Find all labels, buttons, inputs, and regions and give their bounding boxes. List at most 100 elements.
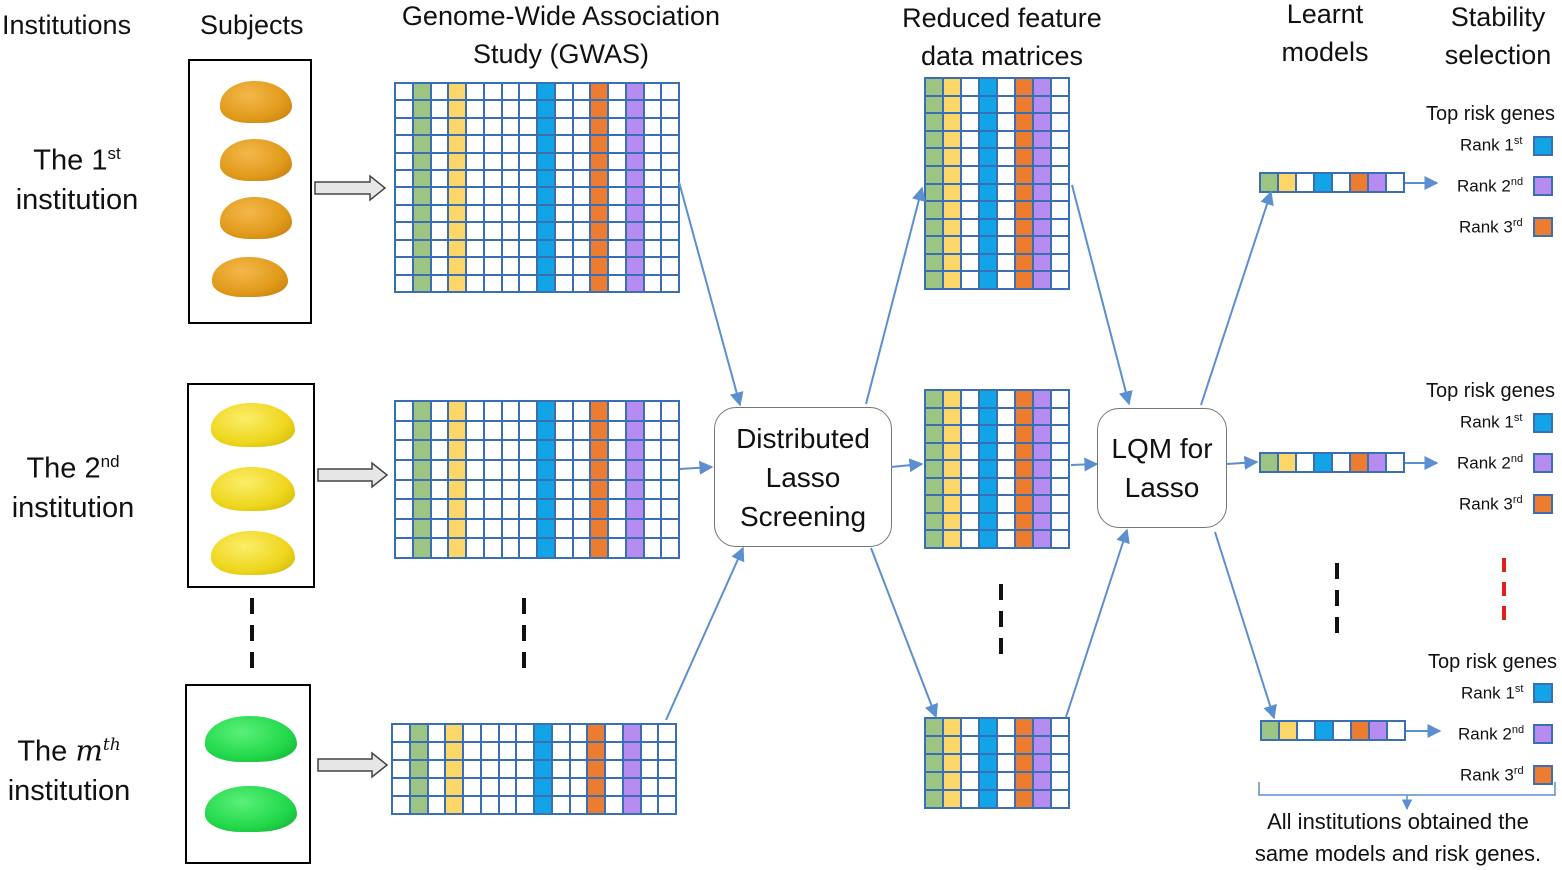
matrix-cell [413, 188, 432, 206]
matrix-cell [538, 153, 556, 172]
matrix-cell [502, 500, 521, 520]
matrix-cell [467, 402, 485, 422]
matrix-cell [591, 421, 609, 442]
matrix-cell [944, 96, 962, 115]
matrix-cell [591, 118, 609, 137]
matrix-cell [393, 725, 411, 743]
matrix-cell [944, 149, 962, 167]
matrix-cell [396, 240, 414, 259]
bottom-note: All institutions obtained the same model… [1240, 806, 1556, 870]
matrix-cell [662, 441, 680, 461]
matrix-cell [591, 136, 609, 154]
matrix-cell [944, 114, 962, 132]
matrix-cell [1034, 496, 1052, 514]
matrix-cell [662, 500, 680, 520]
rank-sup: nd [1510, 176, 1524, 188]
matrix-cell [552, 761, 571, 779]
matrix-cell [1016, 408, 1034, 427]
matrix-cell [484, 223, 503, 241]
matrix-cell [1052, 219, 1070, 238]
dls-line2: Lasso [765, 461, 841, 493]
matrix-cell [609, 275, 627, 293]
matrix-cell [467, 275, 485, 293]
matrix-cell [467, 223, 485, 241]
brain-image [212, 257, 288, 297]
matrix-cell [431, 460, 450, 481]
flow-arrow [1226, 455, 1259, 470]
matrix-cell [467, 153, 485, 172]
matrix-cell [499, 779, 518, 797]
matrix-cell [1034, 166, 1052, 185]
matrix-cell [410, 761, 429, 779]
matrix-cell [998, 737, 1016, 755]
matrix-cell [623, 725, 642, 743]
matrix-cell [926, 131, 944, 150]
matrix-cell [926, 237, 944, 255]
reduced-matrix [924, 77, 1070, 290]
matrix-cell [626, 136, 645, 154]
matrix-cell [1016, 755, 1034, 773]
matrix-cell [1052, 391, 1070, 409]
matrix-cell [926, 791, 944, 809]
matrix-cell [609, 441, 627, 461]
matrix-cell [926, 149, 944, 167]
matrix-cell [535, 797, 553, 815]
matrix-cell [944, 496, 962, 514]
matrix-cell [431, 275, 450, 293]
matrix-cell [1034, 131, 1052, 150]
matrix-cell [591, 223, 609, 241]
matrix-cell [502, 480, 521, 501]
brain-image [205, 716, 297, 762]
matrix-cell [573, 441, 592, 461]
matrix-cell [573, 101, 592, 119]
matrix-cell [393, 797, 411, 815]
matrix-cell [396, 480, 414, 501]
lqm-line2: Lasso [1124, 472, 1200, 503]
matrix-cell [944, 202, 962, 220]
matrix-cell [609, 460, 627, 481]
matrix-cell [1016, 96, 1034, 115]
matrix-cell [484, 205, 503, 224]
matrix-cell [573, 480, 592, 501]
rank-label: Rank 1st [1460, 135, 1522, 156]
matrix-cell [520, 480, 538, 501]
matrix-cell [431, 153, 450, 172]
flow-arrow [865, 186, 926, 405]
matrix-cell [431, 136, 450, 154]
matrix-cell [449, 421, 467, 442]
matrix-cell [396, 223, 414, 241]
institution-2-label: The 2nd institution [0, 442, 148, 528]
reduced-matrix [924, 717, 1070, 809]
subjects-box-2 [187, 383, 315, 588]
matrix-cell [944, 737, 962, 755]
matrix-cell [467, 539, 485, 559]
matrix-cell [623, 797, 642, 815]
matrix-cell [591, 441, 609, 461]
matrix-cell [944, 755, 962, 773]
matrix-cell [467, 519, 485, 540]
matrix-cell [538, 118, 556, 137]
matrix-cell [467, 500, 485, 520]
rank-word: Rank [1459, 494, 1499, 514]
matrix-cell [1034, 96, 1052, 115]
matrix-cell [446, 725, 464, 743]
matrix-cell [1052, 408, 1070, 427]
matrix-cell [944, 773, 962, 791]
matrix-cell [962, 131, 980, 150]
matrix-cell [644, 205, 663, 224]
matrix-cell [926, 391, 944, 409]
matrix-cell [573, 118, 592, 137]
matrix-cell [535, 761, 553, 779]
matrix-cell [926, 719, 944, 737]
matrix-cell [555, 101, 574, 119]
matrix-cell [502, 118, 521, 137]
matrix-cell [644, 480, 663, 501]
rank-3-swatch [1533, 494, 1553, 514]
matrix-cell [573, 223, 592, 241]
matrix-cell [431, 402, 450, 422]
matrix-cell [1016, 513, 1034, 532]
matrix-cell [396, 153, 414, 172]
matrix-cell [431, 223, 450, 241]
matrix-cell [609, 500, 627, 520]
matrix-cell [555, 223, 574, 241]
